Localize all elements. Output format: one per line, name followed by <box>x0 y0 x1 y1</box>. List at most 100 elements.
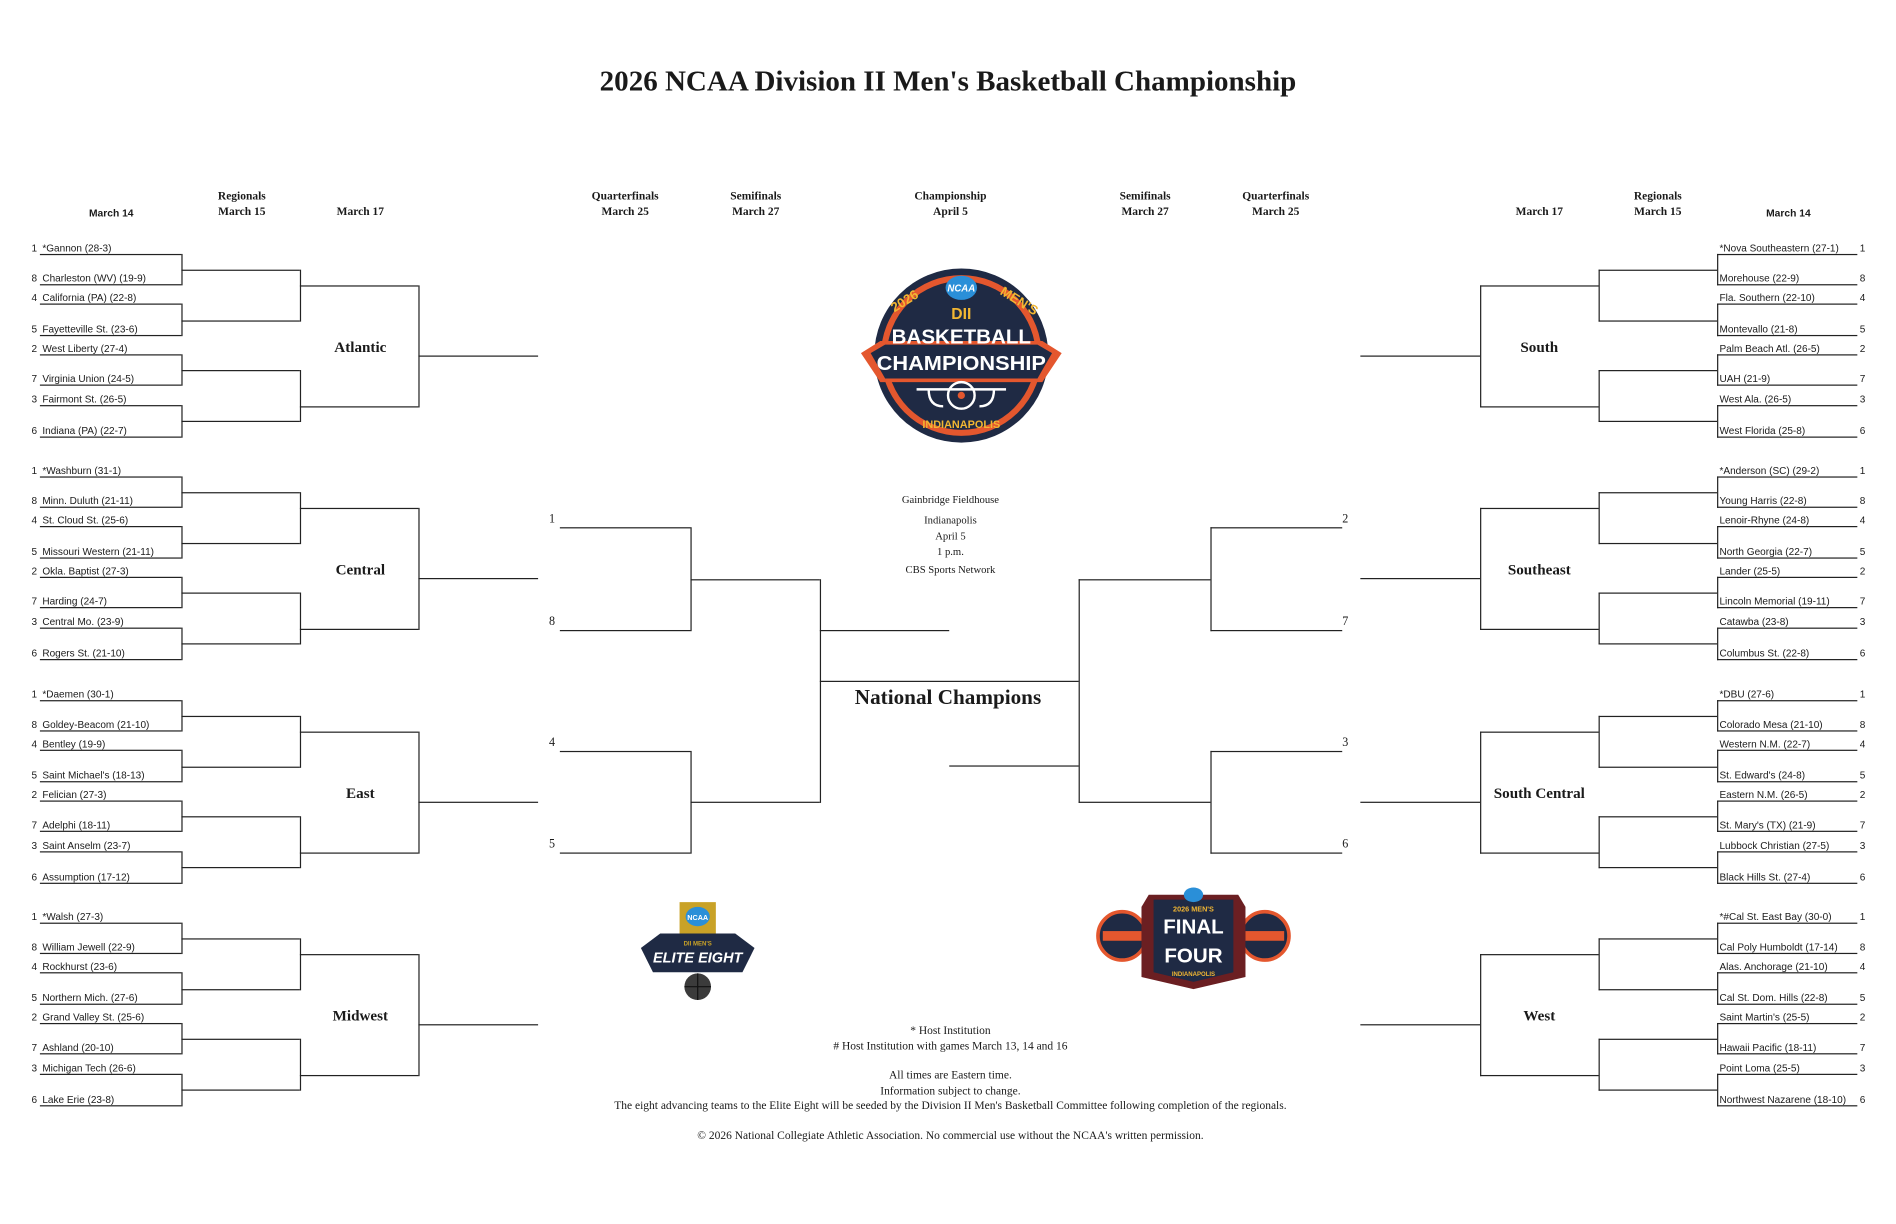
bracket-line <box>1717 699 1719 732</box>
bracket-line <box>1210 527 1212 632</box>
round-name <box>1716 190 1861 205</box>
team-line <box>39 476 182 479</box>
team-seed: 2 <box>31 565 38 578</box>
team-line <box>39 577 182 579</box>
team-line <box>39 1053 182 1055</box>
bracket-line <box>299 492 302 545</box>
team-seed: 2 <box>1859 565 1866 578</box>
quarterfinal-line <box>1210 750 1343 753</box>
team-name: Adelphi (18-11) <box>42 818 111 831</box>
bracket-line <box>181 972 183 1006</box>
team-line <box>1717 922 1858 925</box>
team-seed: 7 <box>1859 372 1866 385</box>
team-name: Columbus St. (22-8) <box>1719 647 1810 660</box>
bracket-line <box>1717 851 1719 884</box>
team-name: Black Hills St. (27-4) <box>1719 870 1811 883</box>
team-seed: 8 <box>31 272 38 285</box>
round-header-left-0: March 14 <box>39 190 184 220</box>
bracket-line <box>1480 406 1599 408</box>
bracket-line <box>1717 800 1719 832</box>
team-seed: 7 <box>1859 818 1866 831</box>
bracket-line <box>1360 801 1481 803</box>
footnote-seeding: The eight advancing teams to the Elite E… <box>614 1100 1287 1113</box>
bracket-line <box>299 1038 302 1091</box>
team-line <box>1717 830 1858 832</box>
team-seed: 4 <box>31 514 38 527</box>
team-seed: 4 <box>1859 960 1866 973</box>
team-name: Saint Anselm (23-7) <box>42 838 131 852</box>
elite-eight-logo: NCAA DII MEN'S ELITE EIGHT <box>640 902 755 1001</box>
team-name: *Washburn (31-1) <box>42 464 122 477</box>
champion-line <box>819 680 1079 682</box>
venue-time: 1 p.m. <box>936 545 964 558</box>
team-line <box>1717 1003 1858 1006</box>
team-line <box>1717 354 1858 356</box>
team-line <box>1717 749 1858 751</box>
region-name: East <box>346 784 375 802</box>
team-name: St. Edward's (24-8) <box>1719 768 1806 781</box>
bracket-line <box>1598 492 1718 494</box>
bracket-line <box>299 285 419 287</box>
team-line <box>1717 972 1858 974</box>
svg-text:NCAA: NCAA <box>687 913 709 922</box>
quarterfinal-line <box>1210 527 1343 529</box>
bracket-line <box>1480 629 1599 631</box>
bracket-line <box>181 420 300 423</box>
team-line <box>39 253 182 256</box>
team-line <box>1717 1053 1858 1055</box>
team-line <box>1717 253 1858 256</box>
team-name: Cal Poly Humboldt (17-14) <box>1719 940 1838 954</box>
bracket-line <box>1480 285 1482 408</box>
team-line <box>39 284 182 286</box>
bracket-line <box>819 579 822 803</box>
team-seed: 8 <box>31 495 38 508</box>
semifinal-line <box>1078 579 1211 581</box>
footnote-host-games: # Host Institution with games March 13, … <box>833 1041 1068 1054</box>
quarterfinal-line <box>559 750 691 753</box>
national-champions-label: National Champions <box>854 684 1042 709</box>
round-date: March 25 <box>1252 206 1300 219</box>
team-name: Assumption (17-12) <box>42 870 130 883</box>
team-line <box>39 607 182 609</box>
team-name: Bentley (19-9) <box>42 737 106 750</box>
bracket-line <box>1598 420 1718 423</box>
round-name: Semifinals <box>1119 191 1171 204</box>
team-seed: 4 <box>1859 514 1866 527</box>
bracket-line <box>1598 989 1718 991</box>
bracket-line <box>299 731 419 733</box>
team-line <box>39 1023 182 1025</box>
team-line <box>1717 405 1858 407</box>
quarterfinal-line <box>559 527 691 529</box>
round-name: Quarterfinals <box>591 191 659 204</box>
championship-line <box>949 765 1079 767</box>
team-name: Eastern N.M. (26-5) <box>1719 788 1808 801</box>
team-line <box>39 749 182 751</box>
team-name: Ashland (20-10) <box>42 1041 114 1054</box>
team-name: Lubbock Christian (27-5) <box>1719 838 1830 852</box>
region-name: Central <box>335 561 386 579</box>
team-line <box>39 922 182 925</box>
bracket-line <box>181 269 300 271</box>
team-seed: 5 <box>31 991 38 1004</box>
team-name: Minn. Duluth (21-11) <box>42 495 134 508</box>
team-seed: 4 <box>31 960 38 973</box>
bracket-line <box>299 592 302 645</box>
bracket-line <box>299 508 419 510</box>
bracket-line <box>181 715 300 717</box>
team-seed: 3 <box>1859 1061 1866 1074</box>
page-title: 2026 NCAA Division II Men's Basketball C… <box>599 66 1297 98</box>
bracket-line <box>1480 508 1482 631</box>
bracket-line <box>181 1038 300 1041</box>
team-line <box>39 628 182 630</box>
team-seed: 1 <box>31 687 38 700</box>
bracket-line <box>1078 579 1080 803</box>
team-line <box>1717 780 1858 783</box>
team-name: Hawaii Pacific (18-11) <box>1719 1041 1817 1054</box>
quarterfinal-seed: 3 <box>1342 736 1349 750</box>
region-name: West <box>1523 1007 1556 1025</box>
bracket-line <box>181 320 300 322</box>
bracket-line <box>181 370 300 372</box>
team-name: Lake Erie (23-8) <box>42 1093 115 1106</box>
